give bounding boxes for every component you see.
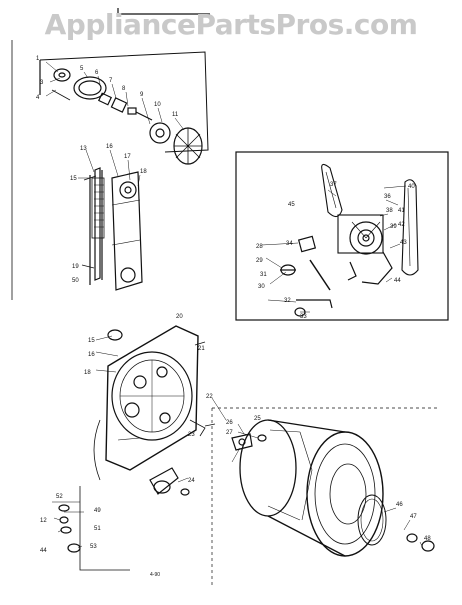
callout: 30: [258, 284, 265, 290]
callout: 42: [398, 222, 405, 228]
leader-lines: [45, 61, 423, 549]
callout: 27: [226, 430, 233, 436]
callout: 16: [106, 144, 113, 150]
group-small-parts: [52, 501, 81, 553]
callout: 34: [286, 241, 293, 247]
callout: 47: [410, 514, 417, 520]
callout: 3: [40, 80, 44, 86]
callout: 10: [154, 102, 161, 108]
group-drive-motor: [280, 163, 419, 317]
callout: 29: [256, 258, 263, 264]
callout: 53: [90, 544, 97, 550]
callout: 18: [84, 370, 91, 376]
callout: 36: [384, 194, 391, 200]
callouts-group-4: 15 16 18 20 21 22 23 24 25 26 27: [84, 314, 261, 484]
callout: 44: [394, 278, 401, 284]
callout: 50: [72, 278, 79, 284]
callout: 28: [256, 244, 263, 250]
callout: 23: [188, 432, 195, 438]
callouts-group-1: 1 3 4 5 6 7 8 9 10 11: [36, 56, 179, 118]
callout: 45: [288, 202, 295, 208]
callout: 8: [122, 86, 126, 92]
callouts-group-5: 12 44 49 51 52 53: [40, 494, 101, 554]
callout: 17: [124, 154, 131, 160]
callout: 33: [300, 314, 307, 320]
callout: 32: [284, 298, 291, 304]
inset-frame: [79, 486, 130, 571]
callouts-group-2: 13 15 16 17 18 19 50: [70, 144, 147, 284]
callout: 1: [36, 56, 40, 62]
callout: 24: [188, 478, 195, 484]
callout: 21: [198, 346, 205, 352]
callout: 37: [330, 182, 337, 188]
callout: 44: [40, 548, 47, 554]
callout: 16: [88, 352, 95, 358]
callout: 6: [95, 70, 99, 76]
callout: 12: [40, 518, 47, 524]
callout: 7: [109, 78, 113, 84]
callout: 31: [260, 272, 267, 278]
callout: 15: [70, 176, 77, 182]
callout: 9: [140, 92, 144, 98]
callout: 13: [80, 146, 87, 152]
callout: 39: [390, 224, 397, 230]
callout: 5: [80, 66, 84, 72]
callout: 15: [88, 338, 95, 344]
motor-box: [235, 151, 449, 321]
callout: 38: [386, 208, 393, 214]
callout: 40: [408, 184, 415, 190]
callout: 48: [424, 536, 431, 542]
callout: 20: [176, 314, 183, 320]
callout: 4: [36, 95, 40, 101]
callout: 11: [172, 112, 179, 118]
callout: 52: [56, 494, 63, 500]
page-code: 4-90: [150, 572, 160, 578]
callouts-group-3: 36 37 38 39 40 41 42 43 44 45 34 28 29 3…: [256, 182, 415, 320]
callout: 26: [226, 420, 233, 426]
callout: 18: [140, 169, 147, 175]
callout: 46: [396, 502, 403, 508]
callout: 19: [72, 264, 79, 270]
callout: 41: [398, 208, 405, 214]
group-blower-housing: [81, 167, 143, 291]
callout: 51: [94, 526, 101, 532]
callout: 22: [206, 394, 213, 400]
group-blower-assembly: [39, 51, 209, 165]
group-drum: [231, 419, 435, 557]
callouts-group-6: 46 47 48: [396, 502, 431, 542]
callout: 43: [400, 240, 407, 246]
callout: 49: [94, 508, 101, 514]
callout: 25: [254, 416, 261, 422]
group-rear-bulkhead: [93, 325, 216, 496]
